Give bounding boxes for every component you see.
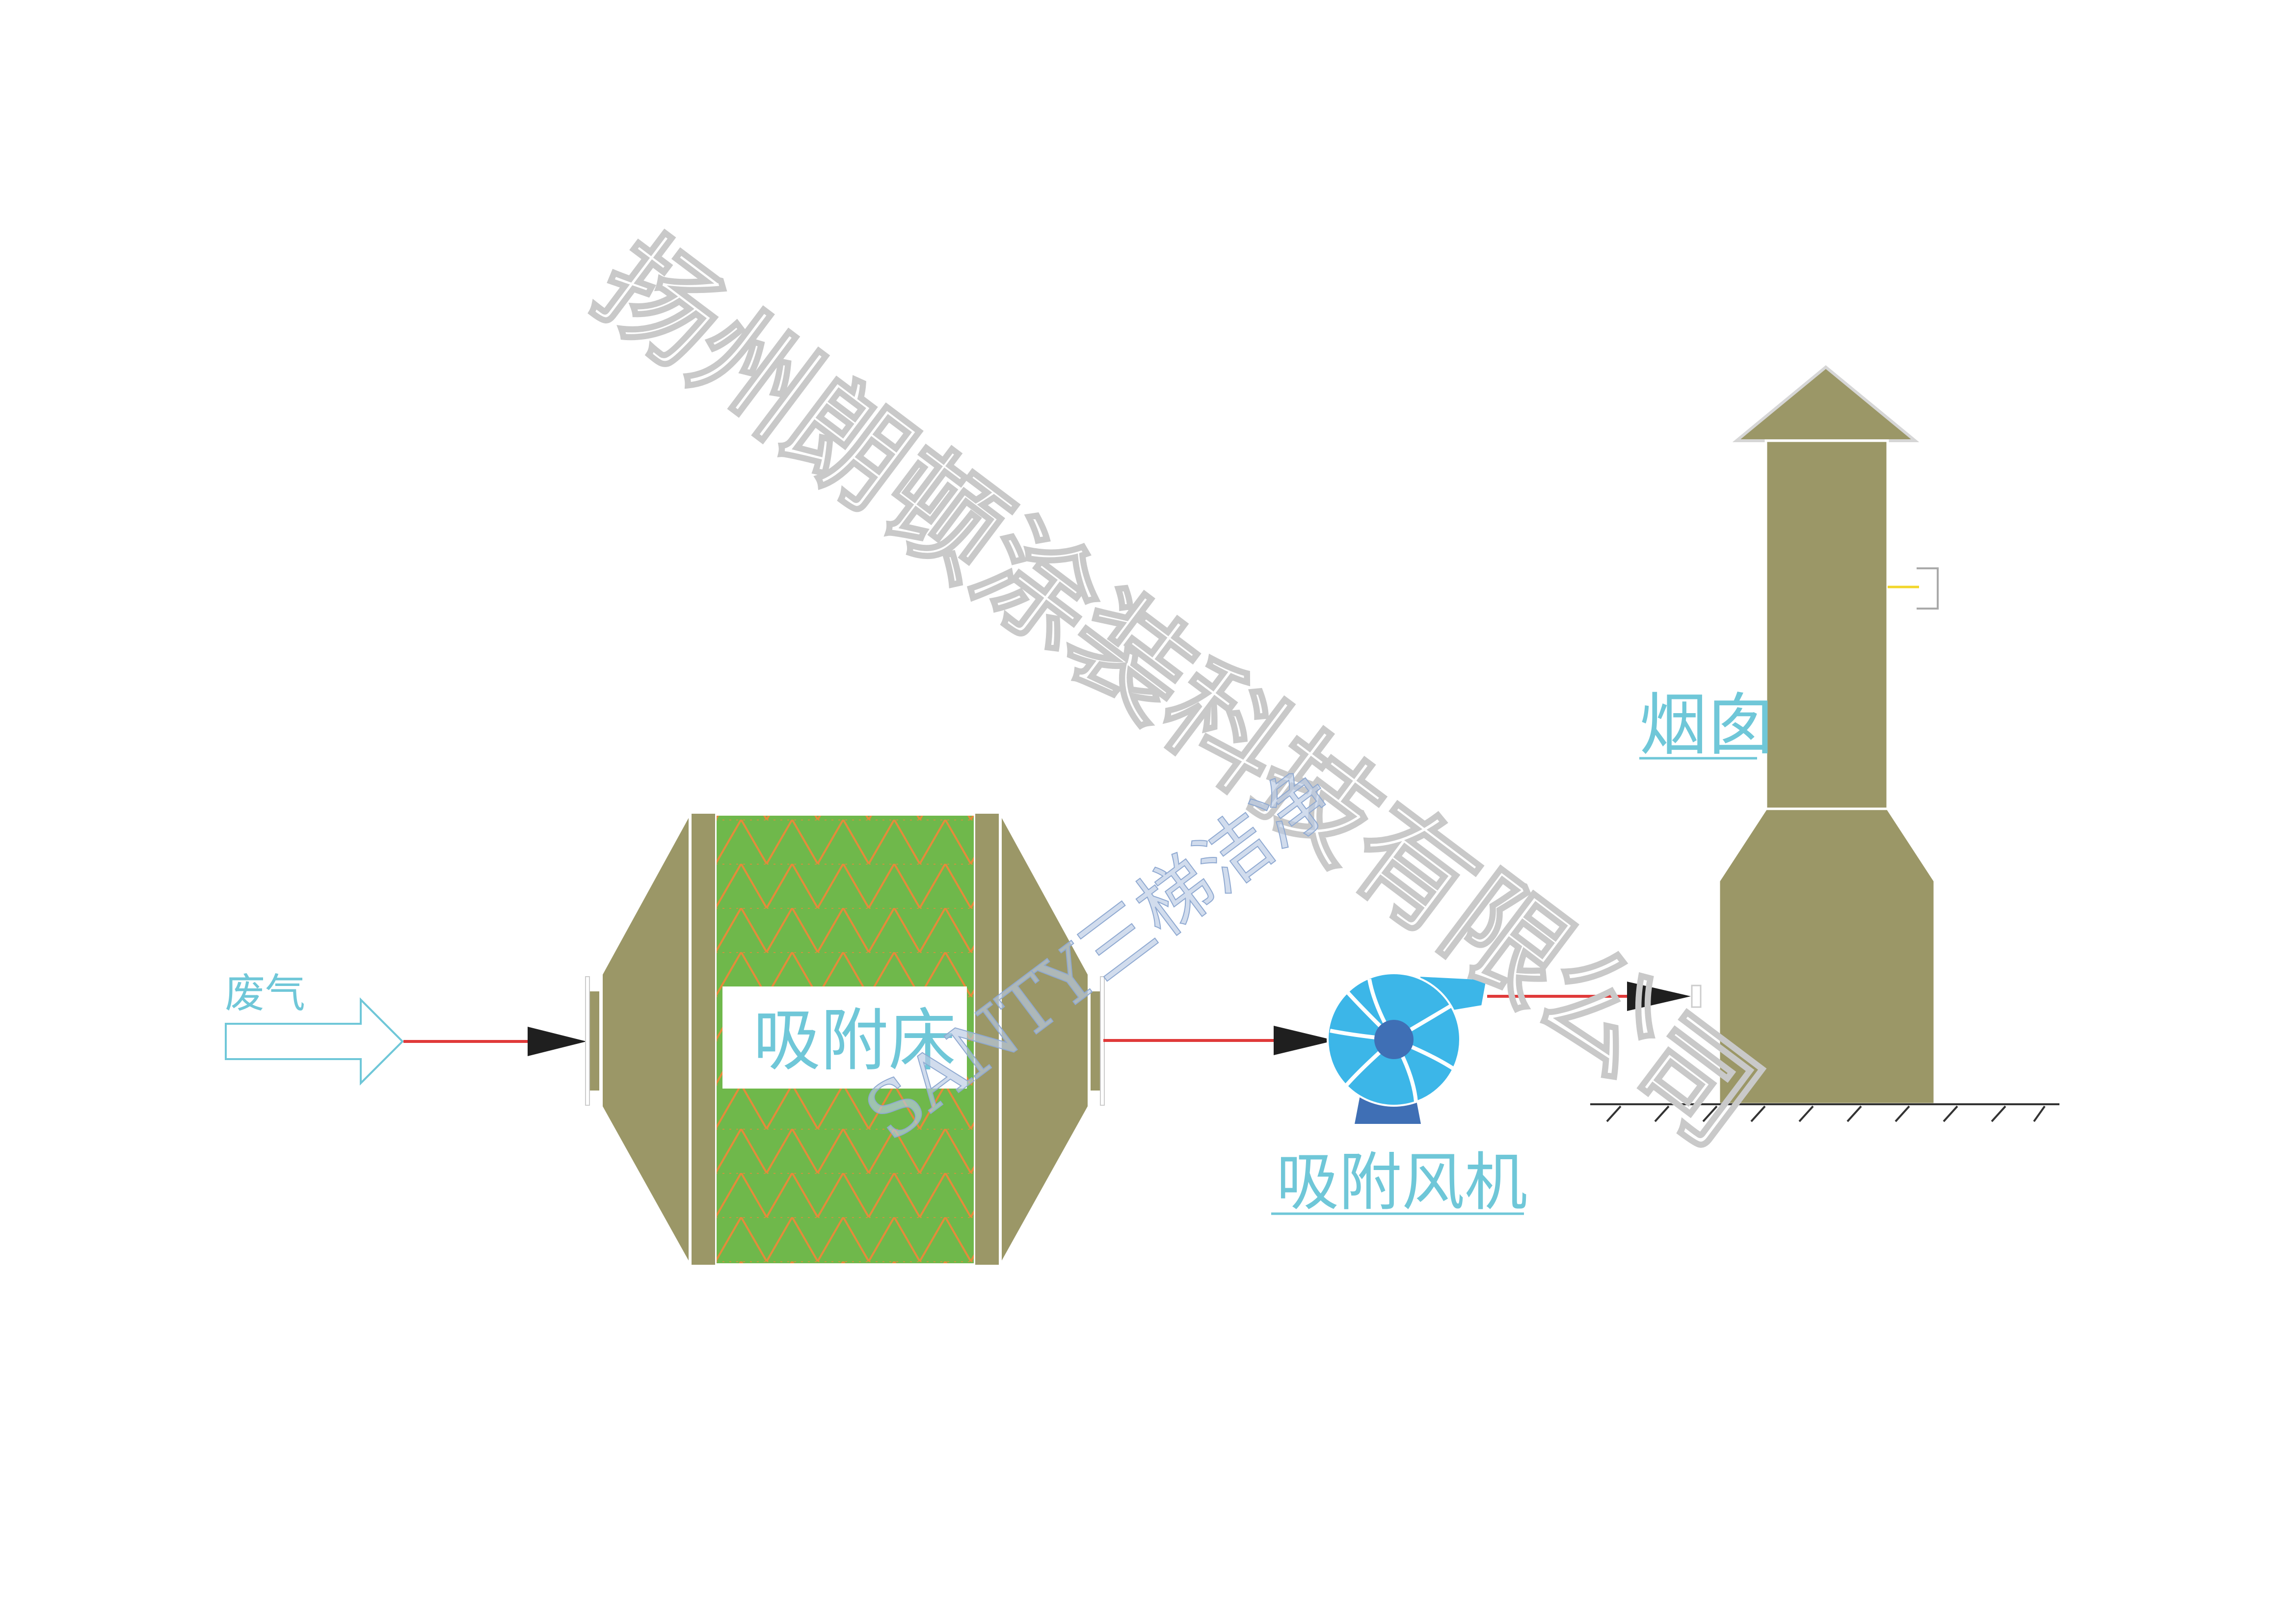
adsorption-fan-label: 吸附风机: [1276, 1146, 1527, 1219]
pipe-bed-to-fan: [1103, 1026, 1335, 1055]
waste-gas-inlet: 废气: [225, 970, 404, 1086]
adsorption-bed-label: 吸附床: [753, 1001, 956, 1080]
chimney-stack: [1764, 439, 1889, 811]
pipe-fan-to-chimney: [1487, 982, 1702, 1011]
adsorption-fan: 吸附风机: [1271, 972, 1527, 1219]
chimney-cap-icon: [1732, 365, 1920, 442]
fan-hub-icon: [1374, 1020, 1414, 1059]
bed-inlet-cone: [600, 811, 692, 1272]
flow-arrowhead-icon: [528, 1027, 587, 1056]
flow-arrowhead-icon: [1627, 982, 1691, 1011]
flow-arrowhead-icon: [1274, 1026, 1335, 1055]
ground-line: [1590, 1103, 2059, 1122]
chimney-label: 烟囱: [1639, 686, 1775, 765]
chimney: 烟囱: [1639, 365, 1939, 1106]
adsorption-bed: 吸附床: [585, 811, 1105, 1272]
pipe-inlet-to-bed: [403, 1027, 587, 1056]
inlet-arrow-icon: [225, 997, 404, 1086]
bed-label-box: [722, 986, 967, 1089]
sampling-port-icon: [1917, 567, 1939, 610]
waste-gas-label: 废气: [225, 970, 305, 1017]
